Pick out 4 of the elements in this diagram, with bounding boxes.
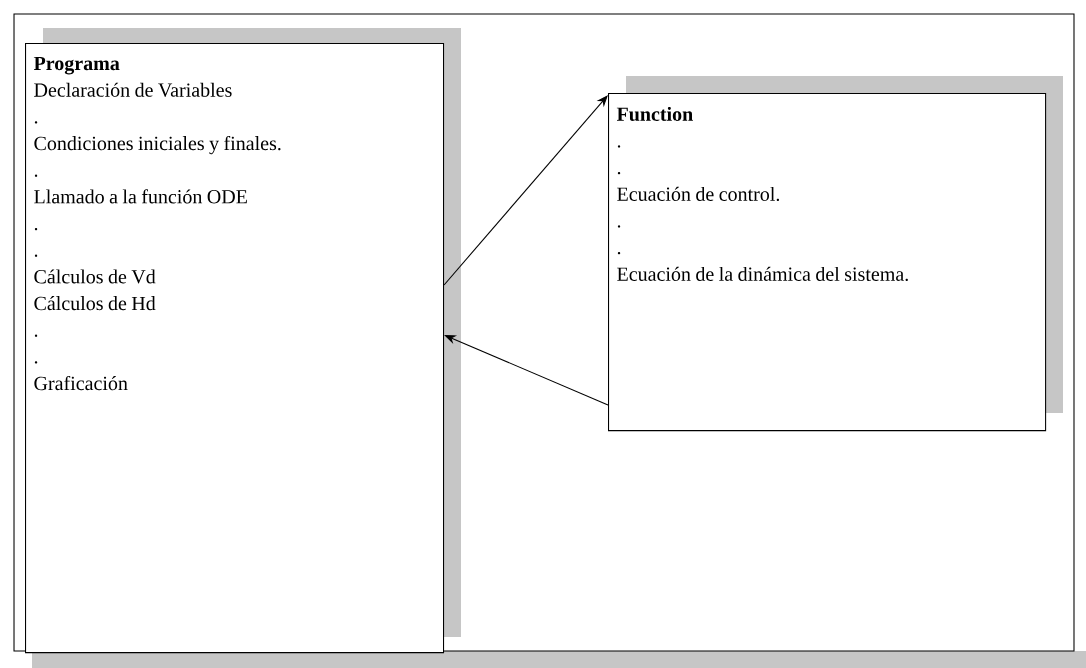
text-box: Programa Declaración de Variables . Condiciones iniciales y finales. . Llamado a la función ODE . . Cálculos de Vd Cálculos de Hd . . Graficación	[25, 43, 445, 654]
arrow	[443, 95, 608, 286]
arrow	[444, 335, 609, 406]
text-box: Function . . Ecuación de control. . . Ecuación de la dinámica del sistema.	[608, 93, 1047, 432]
